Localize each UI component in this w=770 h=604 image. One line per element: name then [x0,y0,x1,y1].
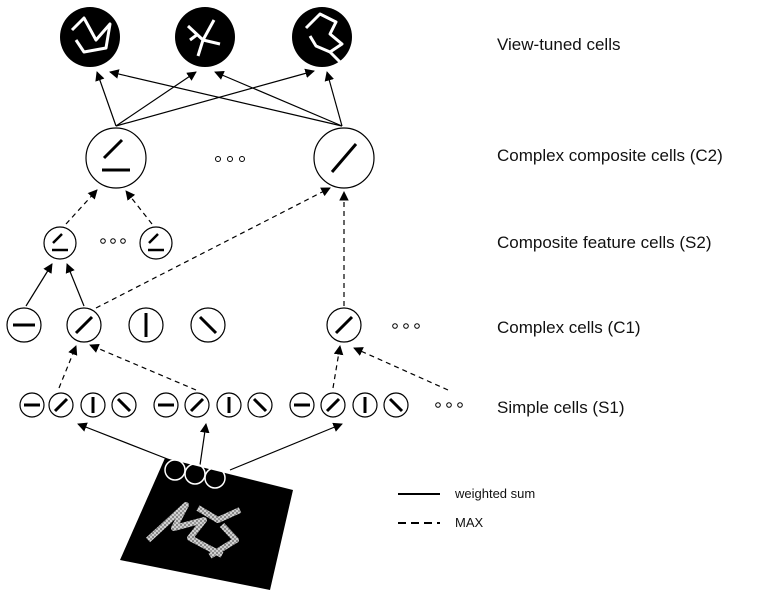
c1-cell-horizontal [6,307,42,343]
c2-to-vt-arrow [214,70,343,127]
c1-cell-vertical [128,307,164,343]
label-c1: Complex cells (C1) [497,318,641,337]
s1-cell-antidiagonal [111,392,137,418]
s2-cell [43,226,77,260]
s1-cell-horizontal [289,392,315,418]
c1-to-s2-arrow [25,263,53,307]
c2-to-vt-arrow [109,69,343,127]
c2-to-vt-arrow [324,71,343,127]
legend-max: MAX [455,515,484,530]
s1-to-c1-arrow [58,345,78,389]
s1-to-c1-arrow [89,343,197,391]
c1-layer [6,307,420,343]
label-c2: Complex composite cells (C2) [497,146,723,165]
ellipsis-dots [392,323,420,329]
view-tuned-layer [60,7,352,67]
s1-cell-diagonal [320,392,346,418]
legend-weighted-sum: weighted sum [455,486,536,501]
s1-cell-horizontal [153,392,179,418]
s1-cell-diagonal [184,392,210,418]
c1-to-s2-arrow [65,263,85,307]
s1-to-c1-arrow [353,347,449,391]
c2-layer [85,127,375,189]
label-s2: Composite feature cells (S2) [497,233,712,252]
view-tuned-cell [60,7,120,67]
s1-layer [19,392,463,418]
s1-cell-antidiagonal [383,392,409,418]
label-view-tuned: View-tuned cells [497,35,621,54]
s2-to-c2-arrow [65,189,98,225]
c1-to-c2-arrow [95,187,331,309]
view-tuned-cell [175,7,235,67]
image-to-s1-arrow [199,423,210,466]
view-tuned-cell [292,7,352,67]
legend [398,493,440,524]
c1-cell-diagonal [66,307,102,343]
s1-cell-vertical [216,392,242,418]
image-to-s1-arrow [229,422,343,471]
receptive-field-circles [164,459,226,489]
c1-cell-diagonal [326,307,362,343]
input-image-shape [145,502,242,559]
c2-cell [85,127,147,189]
c2-to-vt-arrow [115,68,315,127]
s1-cell-vertical [80,392,106,418]
input-image [120,458,293,590]
c2-cell [313,127,375,189]
c2-to-vt-arrow [95,71,117,127]
ellipsis-dots [435,402,463,408]
s1-cell-antidiagonal [247,392,273,418]
s1-to-c1-arrow [332,345,344,389]
s2-to-c2-arrow [125,190,153,225]
c2-to-vt-arrow [115,71,197,127]
s2-cell [139,226,173,260]
s1-cell-diagonal [48,392,74,418]
s1-cell-horizontal [19,392,45,418]
connections [25,68,449,471]
s2-layer [43,226,173,260]
c1-cell-antidiagonal [190,307,226,343]
label-s1: Simple cells (S1) [497,398,625,417]
s1-cell-vertical [352,392,378,418]
ellipsis-dots [100,238,126,244]
image-to-s1-arrow [77,422,171,461]
ellipsis-dots [215,156,245,162]
